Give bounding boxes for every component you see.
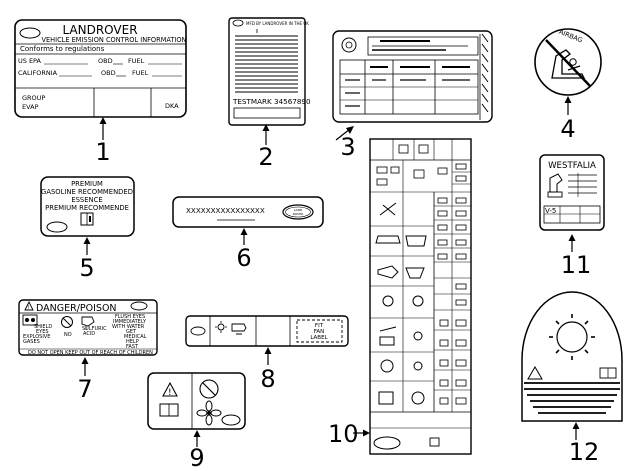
label-1-emission-control: LANDROVER VEHICLE EMISSION CONTROL INFOR…: [14, 19, 187, 166]
label1-brand: LANDROVER: [62, 23, 137, 37]
label1-evap: EVAP: [22, 103, 39, 111]
label-9-fan-warning: ! 9: [147, 372, 246, 471]
label-11-westfalia: WESTFALIA V-5 11: [539, 154, 605, 279]
callout-9: 9: [189, 444, 204, 471]
label7-explosive: EXPLOSIVE: [23, 334, 50, 340]
no-hand-icon: [199, 379, 219, 399]
callout-8: 8: [260, 365, 275, 393]
label-4-airbag-warning: AIRBAG 4: [534, 28, 602, 143]
manual-book-icon: [159, 403, 179, 417]
svg-text:!: !: [168, 388, 172, 398]
label6-code: XXXXXXXXXXXXXXXX: [186, 206, 265, 215]
label2-header: MFD BY LANDROVER IN THE UK: [246, 21, 309, 26]
label7-flush1: FLUSH EYES: [115, 314, 145, 320]
label7-eyes: EYES: [36, 329, 49, 335]
callout-4: 4: [560, 115, 575, 143]
label1-us-epa: US EPA: [18, 57, 42, 65]
label2-testmark: TESTMARK 34567890: [232, 97, 311, 106]
engine-icon: [231, 323, 247, 335]
label4-text: AIRBAG: [558, 28, 584, 45]
label11-v5: V-5: [545, 207, 556, 215]
label7-flush4: GET: [126, 329, 137, 335]
wiper-icon: [375, 202, 427, 405]
label-2-vin-plate: MFD BY LANDROVER IN THE UK TESTMARK 3456…: [228, 17, 311, 171]
callout-11: 11: [561, 251, 592, 279]
label-6-vin-label: XXXXXXXXXXXXXXXX LAND ROVER 6: [172, 196, 324, 272]
manual-book-icon: [80, 212, 94, 226]
label11-title: WESTFALIA: [548, 161, 596, 171]
label-3-data-label: 3: [332, 30, 493, 161]
label5-line3: ESSENCE: [71, 196, 102, 204]
label7-flush3: WITH WATER: [112, 324, 145, 330]
label7-title: DANGER/POISON: [36, 303, 117, 314]
towbar-icon: [547, 173, 563, 198]
svg-text:!: !: [28, 305, 30, 311]
label1-group: GROUP: [22, 94, 45, 102]
callout-2: 2: [258, 143, 273, 171]
label5-line1: PREMIUM: [71, 180, 103, 188]
label5-line2: GASOLINE RECOMMENDED: [41, 188, 133, 196]
label1-fuel1: FUEL: [128, 57, 145, 65]
label-5-fuel-label: PREMIUM GASOLINE RECOMMENDED ESSENCE PRE…: [40, 176, 135, 282]
label7-shield: SHIELD: [34, 324, 52, 330]
label8-label: LABEL: [310, 335, 328, 341]
landrover-badge-icon: LAND ROVER: [282, 204, 314, 220]
callout-6: 6: [236, 244, 251, 272]
label6-badge2: ROVER: [293, 212, 303, 216]
label1-subtitle: VEHICLE EMISSION CONTROL INFORMATION: [42, 36, 187, 44]
no-flame-icon: [61, 316, 73, 328]
label7-flush2: IMMEDIATELY: [113, 319, 147, 325]
fan-icon: [196, 400, 222, 426]
callout-3: 3: [340, 133, 355, 161]
goggles-icon: [22, 314, 38, 326]
label1-fuel2: FUEL: [132, 69, 149, 77]
label7-sulfuric: SULFURIC: [82, 326, 107, 332]
acid-hand-icon: [81, 316, 95, 330]
label6-badge1: LAND: [294, 208, 303, 212]
label1-conform: Conforms to regulations: [20, 45, 105, 53]
label-8-fan-label: FIT FAN LABEL 8: [185, 315, 349, 393]
callout-10: 10: [328, 420, 359, 448]
label5-line4: PREMIUM RECOMMENDE: [45, 204, 129, 212]
label7-footer: DO NOT OPEN KEEP OUT OF REACH OF CHILDRE…: [28, 350, 153, 356]
callout-1: 1: [95, 138, 110, 166]
label8-fan: FAN: [314, 329, 325, 335]
label-10-fuse-box: 10: [328, 138, 472, 455]
label7-flush5: MEDICAL: [124, 334, 147, 340]
label1-dka: DKA: [165, 102, 179, 110]
label7-flush7: FAST: [126, 344, 139, 350]
label7-no: NO: [64, 332, 72, 338]
callout-7: 7: [77, 375, 92, 403]
callout-5: 5: [79, 254, 94, 282]
label7-flush6: HELP: [126, 339, 139, 345]
label8-fit: FIT: [315, 323, 324, 329]
sun-icon: [215, 321, 227, 333]
label1-obd1: OBD: [98, 57, 113, 65]
label1-california: CALIFORNIA: [18, 69, 58, 77]
label7-acid: ACID: [83, 331, 95, 337]
label-12-arch-label: 12: [521, 291, 623, 466]
label1-obd2: OBD: [101, 69, 116, 77]
label-7-battery-danger: ! DANGER/POISON SHIELD EYES EXPLOSIVE GA…: [18, 299, 158, 403]
label7-gases: GASES: [23, 339, 40, 345]
callout-12: 12: [569, 438, 600, 466]
